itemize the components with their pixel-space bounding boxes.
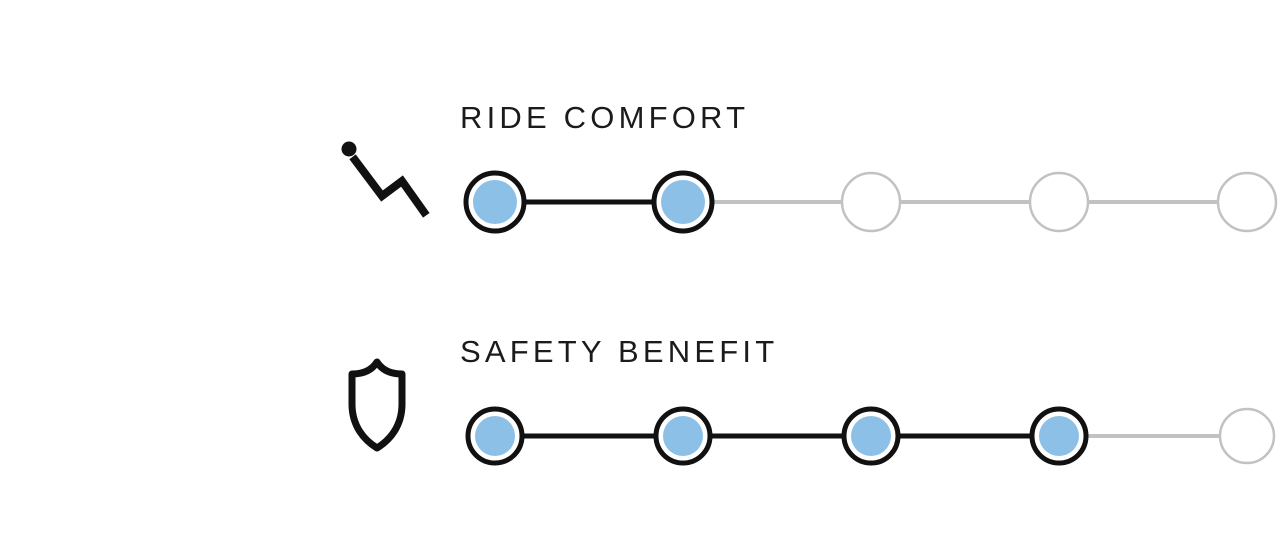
rating-dot-inactive[interactable] (1216, 171, 1278, 233)
rating-dot-active-core (1039, 416, 1079, 456)
rating-dot-active-core (661, 180, 705, 224)
rating-label-ride-comfort: RIDE COMFORT (460, 100, 750, 135)
rating-group-safety-benefit: SAFETY BENEFIT (0, 330, 1280, 490)
rating-track-ride-comfort[interactable] (0, 162, 1280, 242)
rating-label-safety-benefit: SAFETY BENEFIT (460, 334, 779, 369)
rating-dot-active-core (851, 416, 891, 456)
rating-group-ride-comfort: RIDE COMFORT (0, 96, 1280, 256)
rating-dot-active-core (473, 180, 517, 224)
shield-icon (340, 358, 424, 458)
rating-dot-inactive[interactable] (1218, 407, 1276, 465)
rating-dot-inactive[interactable] (1028, 171, 1090, 233)
rating-dot-active-core (663, 416, 703, 456)
rating-track-safety-benefit[interactable] (0, 398, 1280, 478)
rating-dot-inactive[interactable] (840, 171, 902, 233)
reclining-person-icon (340, 136, 430, 236)
rating-dot-active-core (475, 416, 515, 456)
